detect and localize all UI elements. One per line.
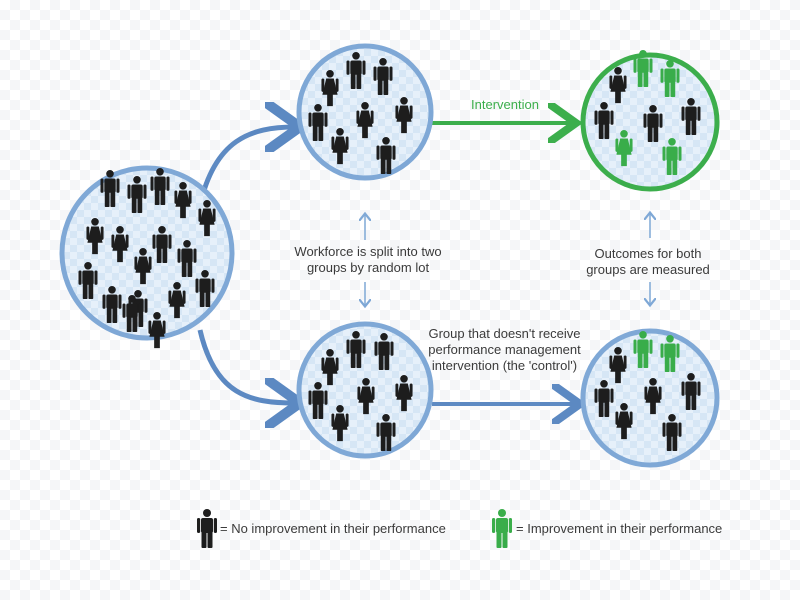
person-icon xyxy=(122,295,142,333)
person-icon xyxy=(78,262,98,300)
person-icon xyxy=(373,58,393,96)
person-icon xyxy=(174,182,192,219)
person-icon xyxy=(331,128,349,165)
person-icon xyxy=(195,270,215,308)
person-icon xyxy=(681,98,701,136)
person-icon xyxy=(102,286,122,324)
person-icon xyxy=(356,102,374,139)
legend-green-person-icon xyxy=(492,509,512,548)
person-icon xyxy=(198,200,216,237)
person-icon xyxy=(127,176,147,214)
person-icon xyxy=(86,218,104,255)
person-icon xyxy=(376,414,396,452)
person-icon xyxy=(374,333,394,371)
person-icon xyxy=(594,102,614,140)
person-icon xyxy=(609,347,627,384)
legend-improvement-text: = Improvement in their performance xyxy=(516,521,723,536)
person-icon xyxy=(168,282,186,319)
person-icon xyxy=(644,378,662,415)
person-icon xyxy=(395,375,413,412)
person-icon xyxy=(615,130,633,167)
people-layer xyxy=(78,50,701,452)
person-icon xyxy=(662,414,682,452)
person-icon xyxy=(321,70,339,107)
person-icon xyxy=(346,52,366,90)
person-icon xyxy=(346,331,366,369)
arrow-to-bottom-group xyxy=(197,329,295,403)
outcomes-label: Outcomes for both groups are measured xyxy=(586,246,710,277)
person-icon xyxy=(357,378,375,415)
intervention-label: Intervention xyxy=(471,97,539,112)
person-icon xyxy=(662,138,682,176)
person-icon xyxy=(152,226,172,264)
person-icon xyxy=(308,382,328,420)
person-icon xyxy=(177,240,197,278)
workforce-circle xyxy=(59,165,235,341)
person-icon xyxy=(321,349,339,386)
person-icon xyxy=(111,226,129,263)
person-icon xyxy=(594,380,614,418)
person-icon xyxy=(331,405,349,442)
person-icon xyxy=(308,104,328,142)
person-icon xyxy=(376,137,396,175)
arrow-to-top-group xyxy=(197,127,295,206)
legend-dark-person-icon xyxy=(197,509,217,548)
person-icon xyxy=(660,60,680,98)
person-icon xyxy=(395,97,413,134)
person-icon xyxy=(615,403,633,440)
split-label: Workforce is split into two groups by ra… xyxy=(294,244,442,275)
person-icon xyxy=(643,105,663,143)
person-icon xyxy=(148,312,166,349)
legend-no-improvement-text: = No improvement in their performance xyxy=(220,521,446,536)
person-icon xyxy=(134,248,152,285)
person-icon xyxy=(633,50,653,88)
person-icon xyxy=(681,373,701,411)
person-icon xyxy=(633,331,653,369)
control-label: Group that doesn't receive performance m… xyxy=(428,326,581,373)
person-icon xyxy=(150,168,170,206)
person-icon xyxy=(100,170,120,208)
person-icon xyxy=(609,67,627,104)
person-icon xyxy=(660,335,680,373)
